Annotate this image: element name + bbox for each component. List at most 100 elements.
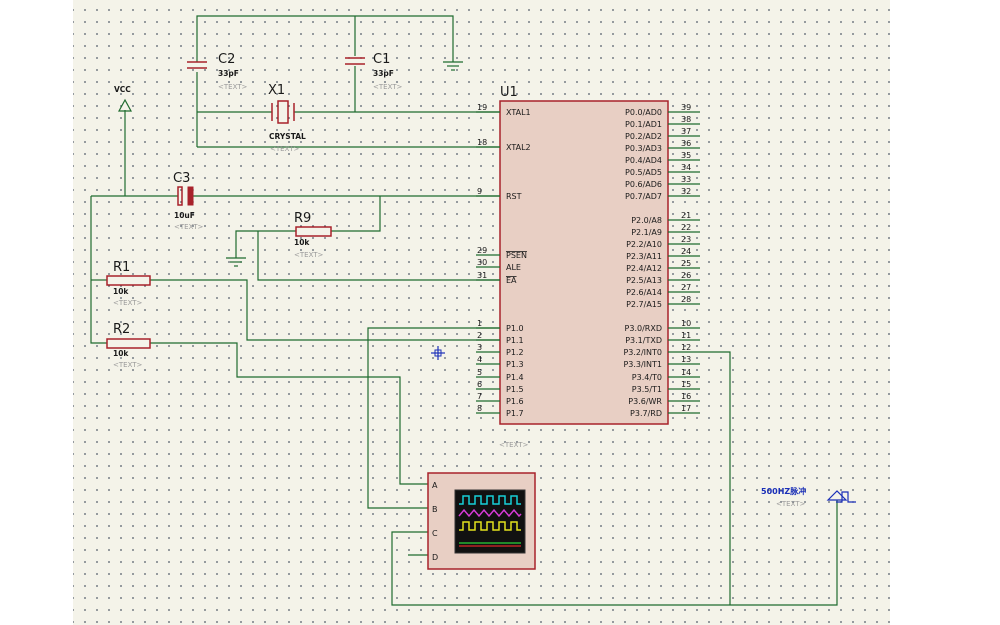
u1-pin-name: P2.1/A9 [631,228,662,237]
capacitor-c2[interactable]: C2 33pF <TEXT> [187,52,248,91]
scope-channel-c: C [432,529,438,538]
u1-pin-number: 19 [477,103,487,112]
c1-value: 33pF [373,69,394,78]
r1-ref: R1 [113,260,130,275]
u1-pin-name: P0.5/AD5 [625,168,662,177]
resistor-r2[interactable]: R2 10k <TEXT> [106,322,151,369]
u1-pin-name: P1.1 [506,336,524,345]
scope-trace-c [459,521,521,531]
u1-pin-number: 30 [477,258,487,267]
capacitor-c3[interactable]: C3 10uF <TEXT> [173,171,204,231]
u1-pin-name: P1.3 [506,360,524,369]
u1-pin-number: 24 [681,247,691,256]
u1-pin-number: 32 [681,187,691,196]
u1-pin-8[interactable]: 8P1.7 [476,404,524,418]
vcc-terminal[interactable]: VCC [114,85,133,112]
u1-pin-1[interactable]: 1P1.0 [476,319,524,333]
u1-pin-name: P1.5 [506,385,524,394]
r2-value: 10k [113,349,129,358]
ground-rst-icon [226,257,246,267]
u1-pin-6[interactable]: 6P1.5 [476,380,524,394]
u1-pin-number: 25 [681,259,691,268]
u1-pin-number: 8 [477,404,482,413]
schematic-canvas[interactable] [73,0,890,625]
u1-pin-number: 14 [681,368,691,377]
u1-pin-number: 9 [477,187,482,196]
u1-pin-number: 18 [477,138,487,147]
u1-pin-name: P1.7 [506,409,524,418]
u1-pin-number: 16 [681,392,691,401]
u1-pin-number: 34 [681,163,691,172]
u1-pin-name: XTAL1 [506,108,531,117]
u1-pin-name: P3.1/TXD [625,336,662,345]
u1-pin-name: P2.5/A13 [626,276,662,285]
u1-pin-name: PSEN [506,251,527,260]
u1-pin-4[interactable]: 4P1.3 [476,355,524,369]
u1-pin-2[interactable]: 2P1.1 [476,331,524,345]
u1-pin-name: P3.2/INT0 [623,348,662,357]
u1-pin-5[interactable]: 5P1.4 [476,368,524,382]
u1-pin-number: 35 [681,151,691,160]
scope-trace-a [459,495,521,505]
wires [90,15,838,606]
u1-pin-7[interactable]: 7P1.6 [476,392,524,406]
capacitor-c1[interactable]: C1 33pF <TEXT> [345,52,403,91]
microcontroller-u1[interactable]: U1 <TEXT> 19XTAL118XTAL29RST29PSEN30ALE3… [476,85,700,449]
generator-label: 500HZ脉冲 [761,486,806,496]
u1-pin-number: 5 [477,368,482,377]
oscilloscope[interactable]: A B C D [427,472,536,570]
u1-pin-name: P2.7/A15 [626,300,662,309]
r9-text: <TEXT> [294,251,324,259]
u1-pin-number: 1 [477,319,482,328]
crystal-x1[interactable]: X1 CRYSTAL <TEXT> [268,83,306,153]
u1-right-pins: 39P0.0/AD038P0.1/AD137P0.2/AD236P0.3/AD3… [623,103,700,418]
u1-pin-number: 37 [681,127,691,136]
u1-pin-name: P0.2/AD2 [625,132,662,141]
u1-pin-name: P0.1/AD1 [625,120,662,129]
u1-pin-number: 26 [681,271,691,280]
r9-value: 10k [294,238,310,247]
scope-channel-b: B [432,505,438,514]
u1-pin-name: ALE [506,263,521,272]
resistor-r1[interactable]: R1 10k <TEXT> [106,260,151,307]
r2-text: <TEXT> [113,361,143,369]
u1-pin-number: 3 [477,343,482,352]
c1-ref: C1 [373,52,390,67]
pulse-generator[interactable]: 500HZ脉冲 <TEXT> [761,486,856,508]
r9-ref: R9 [294,211,311,226]
resistor-r9[interactable]: R9 10k <TEXT> [294,211,332,259]
u1-pin-name: P2.4/A12 [626,264,662,273]
u1-pin-3[interactable]: 3P1.2 [476,343,524,357]
u1-pin-name: P0.3/AD3 [625,144,662,153]
